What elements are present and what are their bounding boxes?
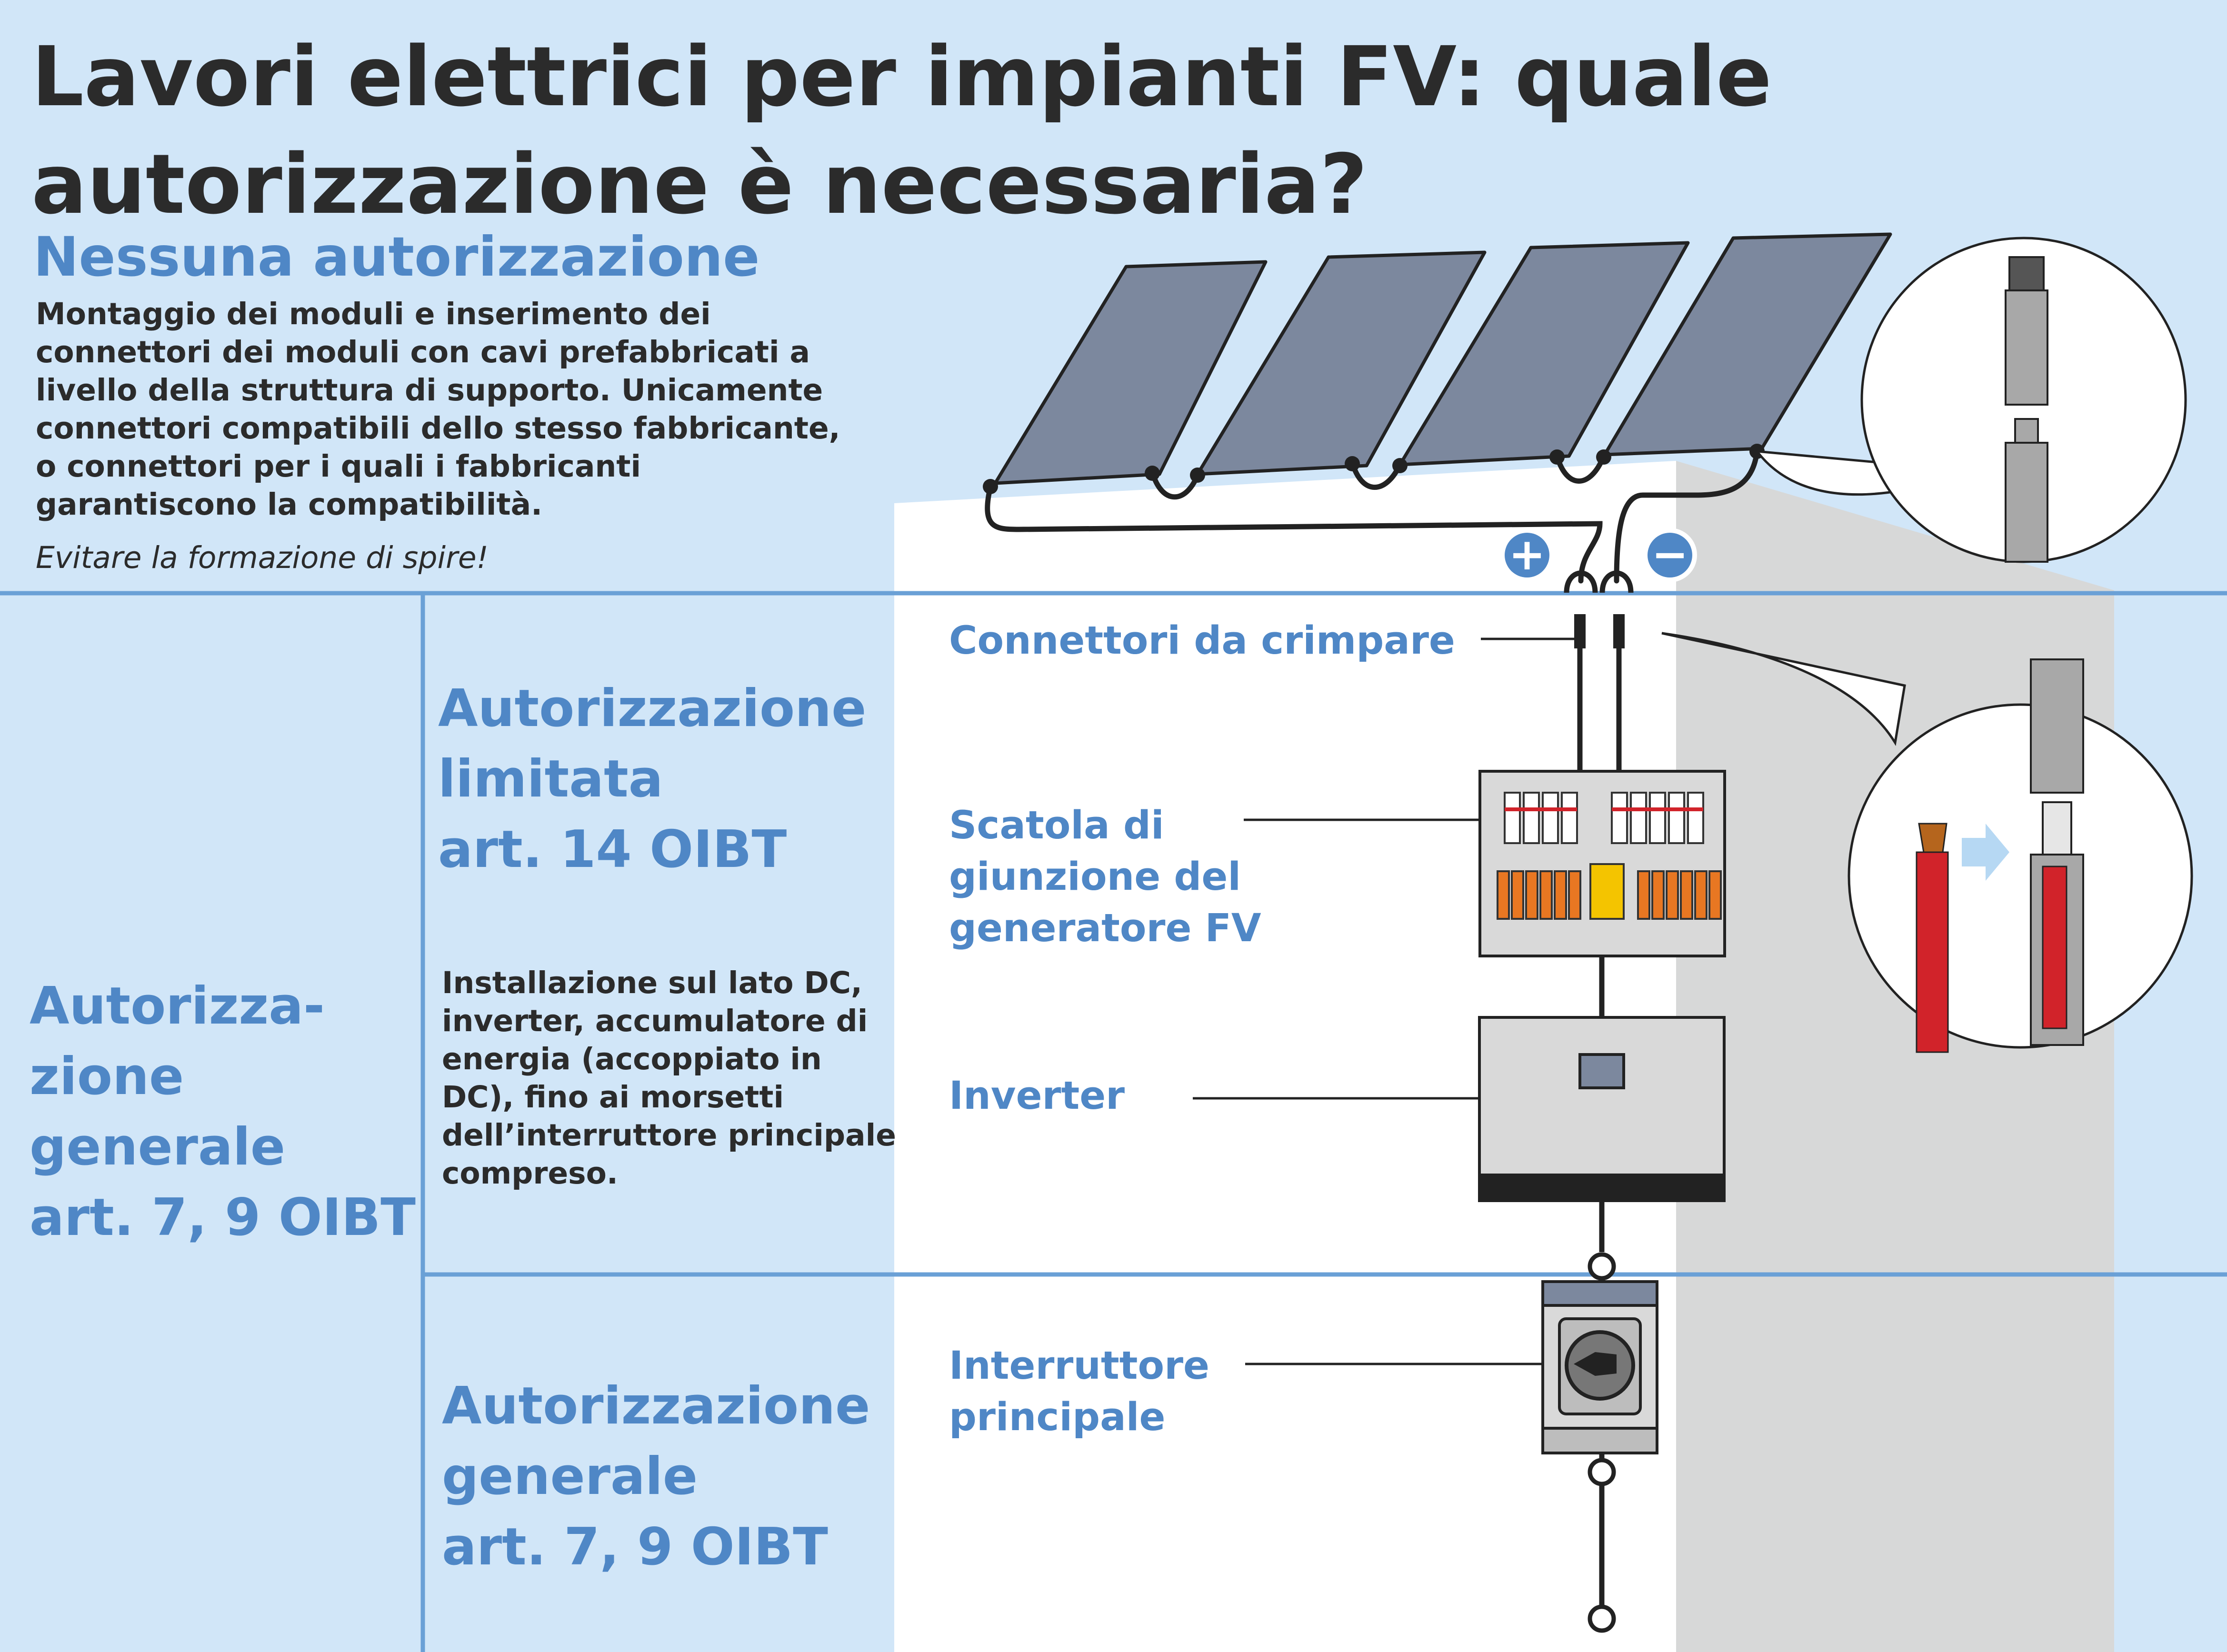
crimp-connector-left [1574,614,1586,648]
section-text-nessuna: Montaggio dei moduli e inserimento dei c… [36,297,840,522]
label-inverter: Inverter [949,1074,1125,1118]
minus-symbol: − [1651,529,1688,580]
section-heading-general-left: Autorizza- zione generale art. 7, 9 OIBT [30,976,416,1247]
label-interruttore: Interruttore principale [949,1343,1209,1440]
zoom-crimp-connectors [1661,632,2193,1053]
solar-panel-3 [1398,241,1690,467]
terminal-row [1497,863,1722,920]
leader-lines [1193,637,1574,1365]
plus-marker [1500,528,1554,582]
cable-loops [1564,570,1634,593]
section-heading-limitata: Autorizzazione limitata art. 14 OIBT [438,679,867,879]
label-scatola: Scatola di giunzione del generatore FV [949,803,1261,951]
section-note-nessuna: Evitare la formazione di spire! [36,540,489,575]
main-switch-device [1541,1280,1658,1454]
section-heading-general-bottom: Autorizzazione generale art. 7, 9 OIBT [442,1376,870,1577]
building-wall [894,461,1676,1652]
terminal-middle [1588,1458,1616,1486]
minus-marker [1643,528,1697,582]
solar-panel-2 [1196,250,1487,476]
section-text-limitata: Installazione sul lato DC, inverter, acc… [442,965,896,1191]
terminal-bottom [1588,1604,1616,1633]
crimp-connector-right [1613,614,1625,648]
inverter-device [1478,1016,1726,1202]
junction-box [1478,770,1726,957]
label-connettori: Connettori da crimpare [949,618,1455,663]
terminal-top [1588,1252,1616,1281]
section-heading-nessuna: Nessuna autorizzazione [33,225,760,289]
cable-junction-dots [983,444,1765,494]
fuse-row [1504,792,1704,844]
module-cables [985,448,1760,584]
page-title: Lavori elettrici per impianti FV: quale … [31,29,1772,232]
plus-symbol: + [1508,529,1545,580]
zoom-module-connectors [1754,237,2187,563]
building-wall-shadow [1676,461,2114,1652]
